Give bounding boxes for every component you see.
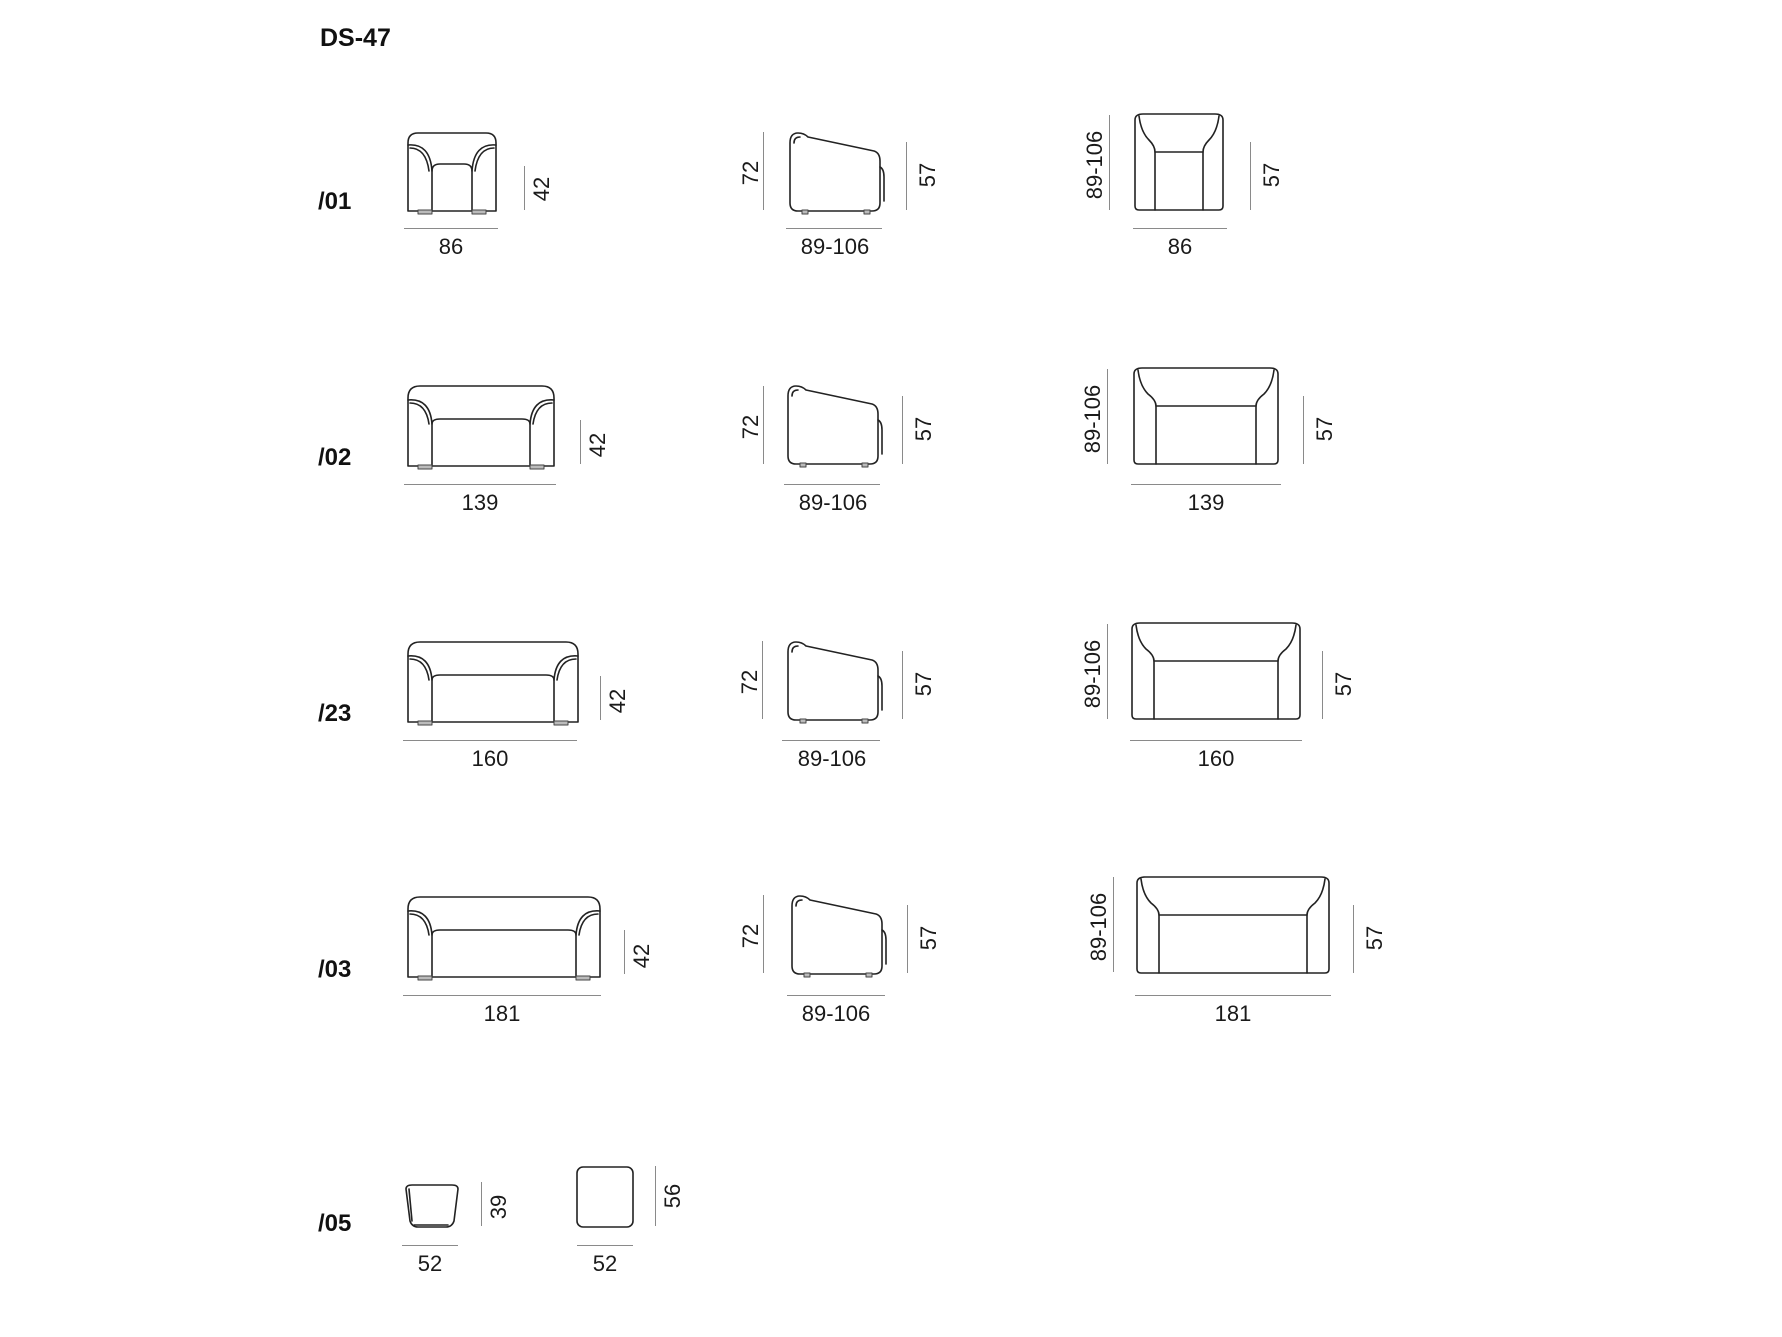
front-width-dim: 86 [438, 234, 464, 259]
width-dim-line-top [1130, 740, 1302, 741]
ottoman-height-dim-line [481, 1182, 482, 1226]
side-front-height-dim: 57 [915, 162, 940, 188]
armchair-top-view [1134, 113, 1224, 211]
top-height-dim: 57 [1259, 162, 1284, 188]
armchair-front-view [407, 132, 497, 215]
width-dim-line-top [1131, 484, 1281, 485]
top-width-dim: 86 [1167, 234, 1193, 259]
sofa-23-front-view [407, 641, 579, 726]
front-height-dim: 42 [605, 688, 630, 714]
front-height-dim: 42 [585, 432, 610, 458]
ottoman-side-width-dim: 52 [417, 1251, 443, 1276]
side-depth-dim: 89-106 [800, 234, 870, 259]
top-width-dim: 160 [1197, 746, 1235, 771]
front-height-dim-line [902, 396, 903, 464]
width-dim-line [404, 484, 556, 485]
depth-dim-line-top [1107, 624, 1108, 719]
sofa-3-front-view [407, 896, 601, 981]
row-label-02: /02 [318, 444, 352, 471]
sofa-3-side-view [791, 895, 887, 978]
ottoman-side-height-dim: 39 [486, 1194, 511, 1220]
side-front-height-dim: 57 [911, 671, 936, 697]
depth-dim-line-top [1107, 369, 1108, 464]
top-width-dim: 181 [1214, 1001, 1252, 1026]
front-width-dim: 181 [483, 1001, 521, 1026]
top-height-dim: 57 [1362, 925, 1387, 951]
depth-dim-line-top [1113, 877, 1114, 972]
front-height-dim-line [907, 905, 908, 973]
top-height-dim: 57 [1331, 671, 1356, 697]
width-dim-line [404, 228, 498, 229]
depth-dim-line-top [1109, 115, 1110, 210]
ottoman-top-view [576, 1166, 634, 1228]
top-depth-dim: 89-106 [1080, 384, 1105, 454]
width-dim-line [403, 740, 577, 741]
width-dim-line [403, 995, 601, 996]
back-height-dim-line [763, 386, 764, 464]
side-depth-dim: 89-106 [801, 1001, 871, 1026]
front-height-dim-line [906, 142, 907, 210]
height-dim-line [600, 676, 601, 720]
ottoman-top-height-dim: 56 [660, 1183, 685, 1209]
side-depth-dim: 89-106 [797, 746, 867, 771]
width-dim-line-top [1135, 995, 1331, 996]
height-dim-line-top [1303, 396, 1304, 464]
depth-dim-line [782, 740, 880, 741]
sofa-23-side-view [787, 641, 883, 724]
width-dim-line-top [1133, 228, 1227, 229]
product-title: DS-47 [320, 24, 391, 52]
armchair-side-view [789, 132, 885, 215]
front-height-dim: 42 [629, 943, 654, 969]
ottoman-width-dim-line [402, 1245, 458, 1246]
front-height-dim-line [902, 651, 903, 719]
height-dim-line-top [1322, 651, 1323, 719]
sofa-3-top-view [1136, 876, 1330, 974]
back-height-dim-line [763, 895, 764, 973]
side-depth-dim: 89-106 [798, 490, 868, 515]
front-width-dim: 139 [461, 490, 499, 515]
ottoman-side-view [405, 1184, 459, 1228]
height-dim-line [624, 930, 625, 974]
side-back-height-dim: 72 [737, 669, 762, 695]
back-height-dim-line [763, 132, 764, 210]
ottoman-top-height-dim-line [655, 1166, 656, 1226]
sofa-23-top-view [1131, 622, 1301, 720]
side-front-height-dim: 57 [916, 925, 941, 951]
sofa-2-side-view [787, 385, 883, 468]
side-front-height-dim: 57 [911, 416, 936, 442]
row-label-03: /03 [318, 956, 352, 983]
side-back-height-dim: 72 [738, 923, 763, 949]
ottoman-top-width-dim: 52 [592, 1251, 618, 1276]
top-depth-dim: 89-106 [1082, 130, 1107, 200]
sofa-2-front-view [407, 385, 555, 470]
height-dim-line [524, 166, 525, 210]
ottoman-top-width-dim-line [577, 1245, 633, 1246]
row-label-01: /01 [318, 188, 352, 215]
height-dim-line-top [1353, 905, 1354, 973]
height-dim-line-top [1250, 142, 1251, 210]
front-height-dim: 42 [529, 176, 554, 202]
side-back-height-dim: 72 [738, 160, 763, 186]
row-label-05: /05 [318, 1210, 352, 1237]
front-width-dim: 160 [471, 746, 509, 771]
top-width-dim: 139 [1187, 490, 1225, 515]
top-depth-dim: 89-106 [1086, 892, 1111, 962]
sofa-2-top-view [1133, 367, 1279, 465]
side-back-height-dim: 72 [738, 414, 763, 440]
depth-dim-line [786, 228, 882, 229]
back-height-dim-line [762, 641, 763, 719]
row-label-23: /23 [318, 700, 352, 727]
depth-dim-line [787, 995, 885, 996]
depth-dim-line [784, 484, 880, 485]
height-dim-line [580, 420, 581, 464]
top-height-dim: 57 [1312, 416, 1337, 442]
top-depth-dim: 89-106 [1080, 639, 1105, 709]
